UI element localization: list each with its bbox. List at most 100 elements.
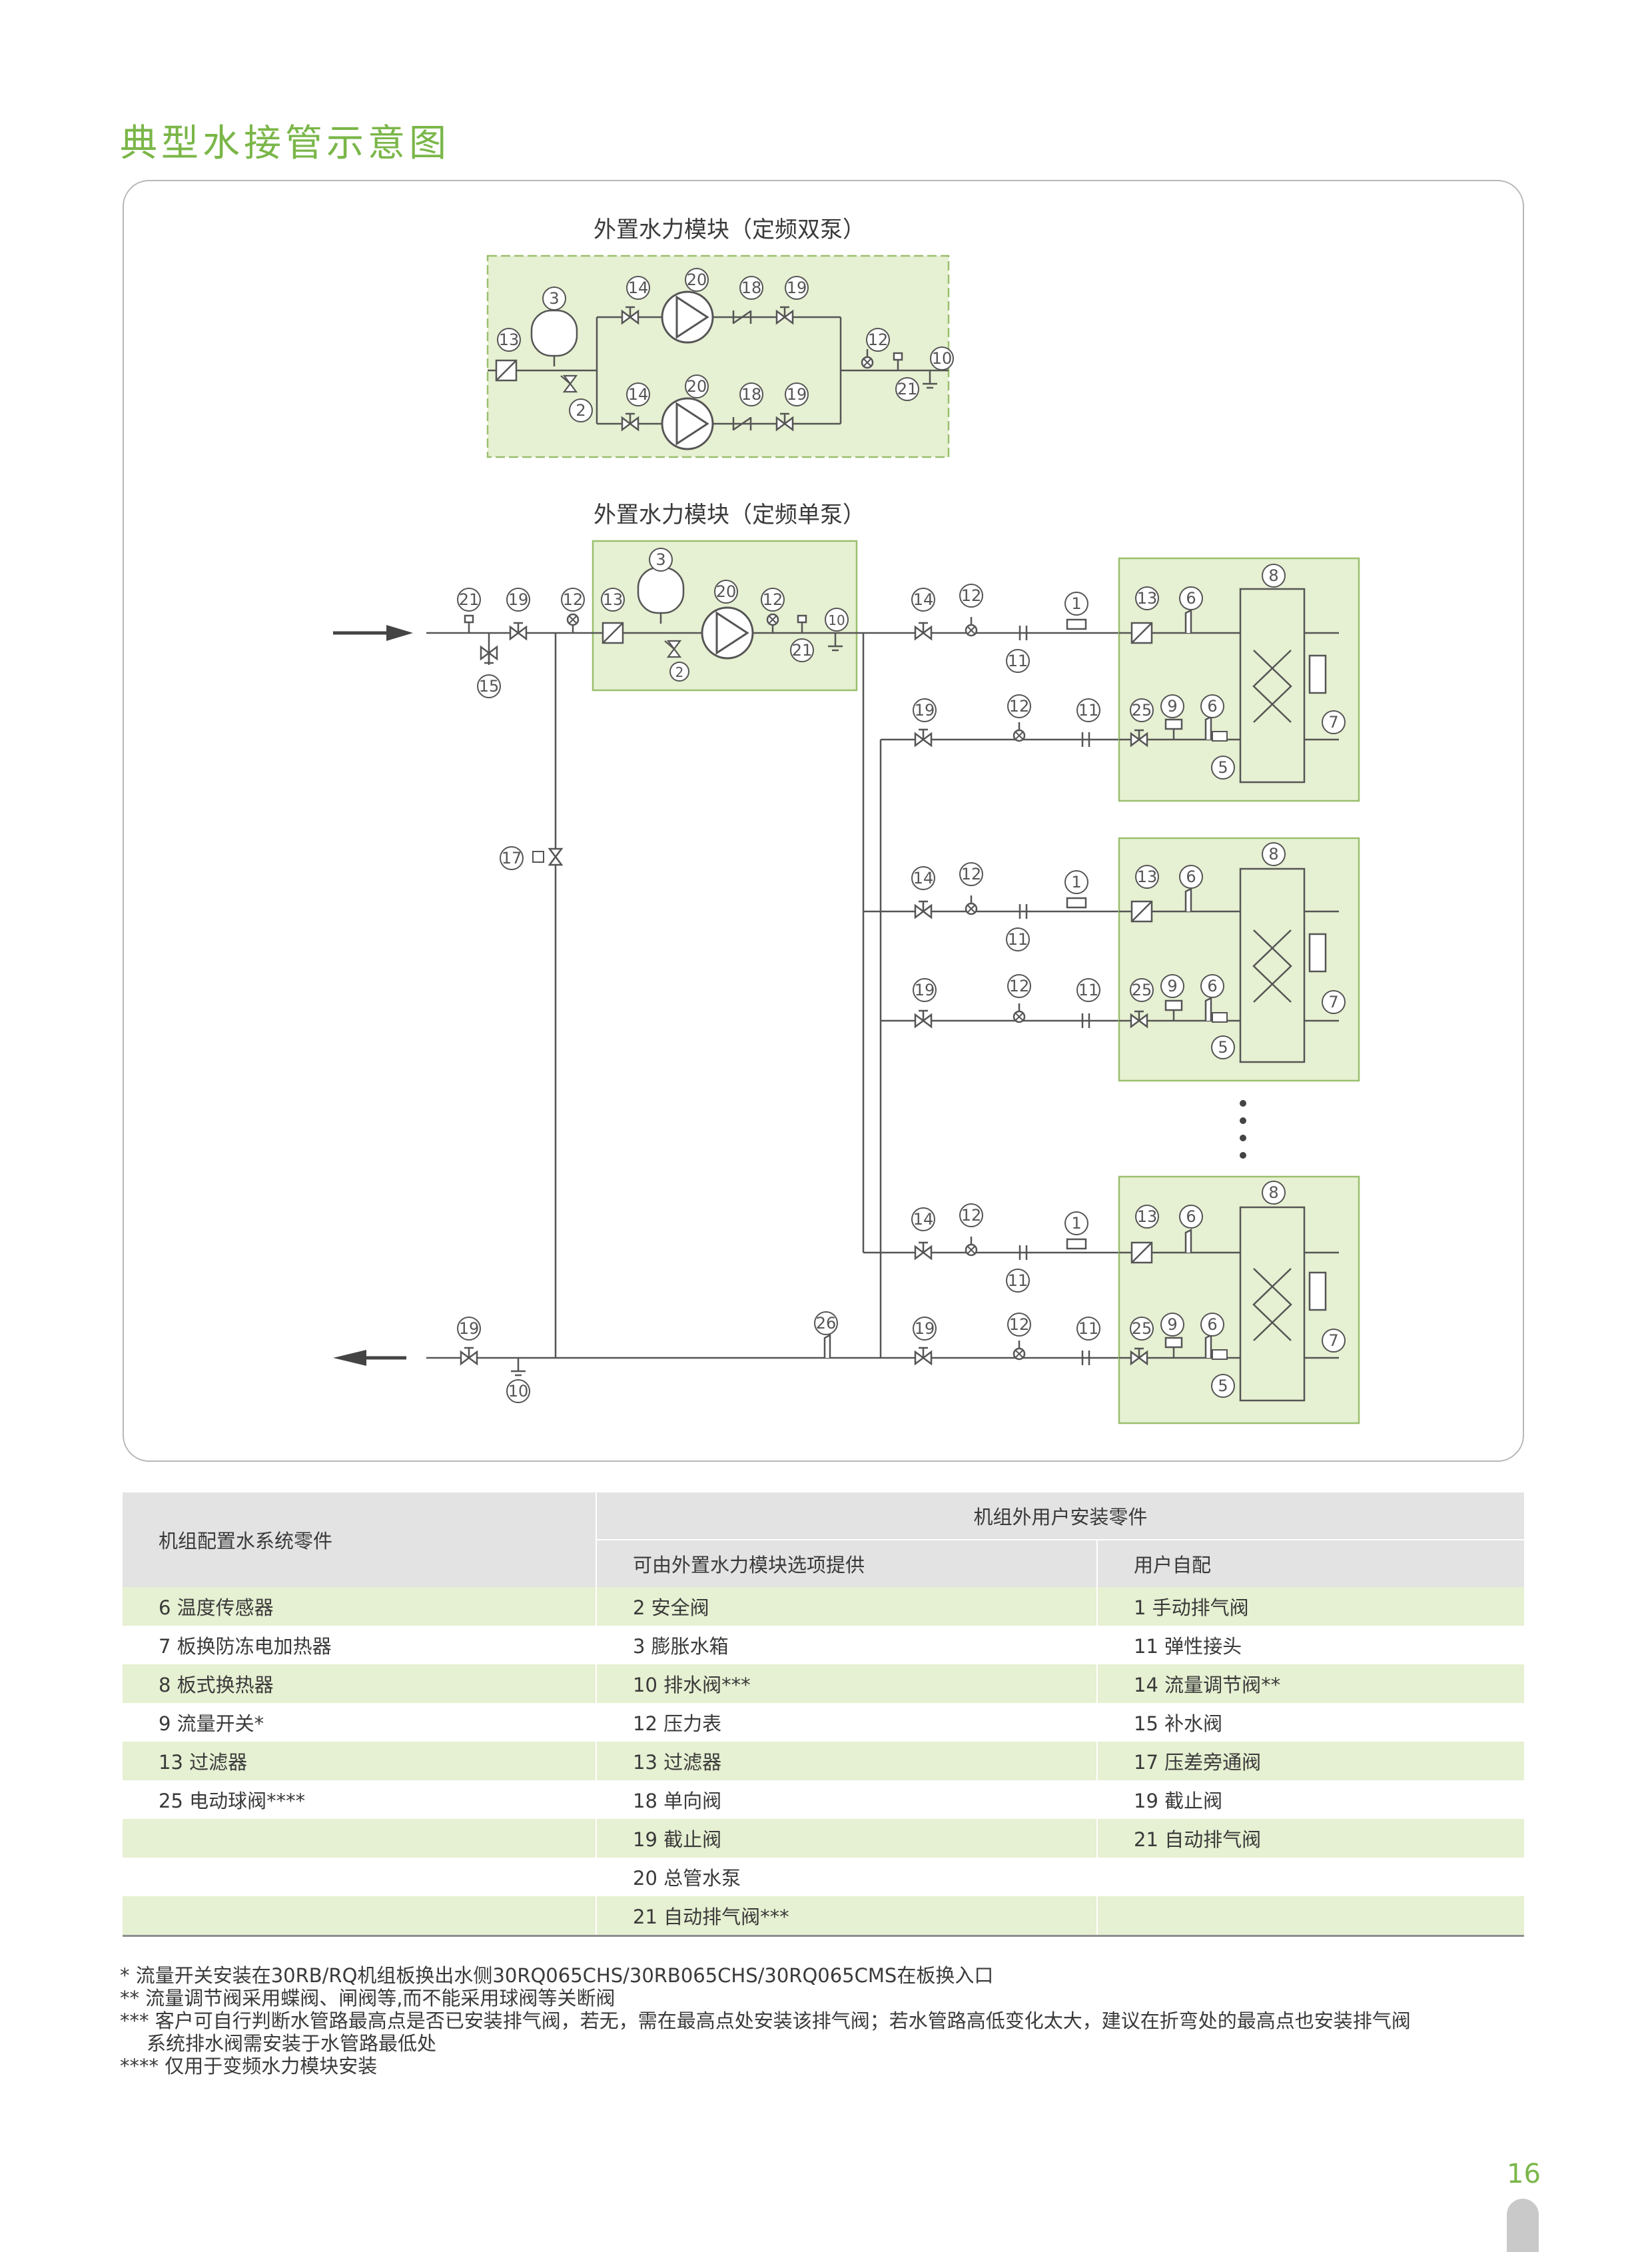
svg-text:12: 12 <box>868 330 889 349</box>
footnote: 系统排水阀需安装于水管路最低处 <box>147 2032 437 2055</box>
piping-diagram: 外置水力模块（定频双泵） 3 13 2 14 20 18 19 14 20 18… <box>333 217 1360 1424</box>
footnote: * 流量开关安装在30RB/RQ机组板换出水侧30RQ065CHS/30RB06… <box>120 1964 994 1987</box>
svg-text:15: 15 <box>479 677 500 696</box>
subheader-module-option: 可由外置水力模块选项提供 <box>596 1539 1097 1587</box>
svg-text:14: 14 <box>628 279 649 297</box>
svg-text:19: 19 <box>915 981 935 999</box>
terminal-unit-1 <box>1118 557 1360 802</box>
svg-text:2: 2 <box>675 664 684 680</box>
svg-text:25: 25 <box>1132 1319 1152 1338</box>
svg-text:21: 21 <box>792 641 813 660</box>
header-user-parts: 机组外用户安装零件 <box>596 1492 1524 1540</box>
svg-text:3: 3 <box>549 289 559 308</box>
page-tab <box>1507 2199 1539 2252</box>
header-unit-parts: 机组配置水系统零件 <box>123 1492 596 1587</box>
continuation-dots <box>1240 1100 1246 1159</box>
svg-text:1: 1 <box>1071 873 1081 891</box>
svg-text:17: 17 <box>502 849 522 867</box>
svg-text:6: 6 <box>1186 589 1196 608</box>
svg-text:13: 13 <box>1137 1207 1158 1226</box>
svg-text:9: 9 <box>1167 1315 1177 1334</box>
svg-text:12: 12 <box>961 1206 982 1225</box>
svg-text:13: 13 <box>603 590 623 609</box>
svg-text:21: 21 <box>459 590 480 609</box>
svg-text:6: 6 <box>1186 867 1196 886</box>
svg-text:21: 21 <box>897 380 918 398</box>
svg-text:6: 6 <box>1207 697 1217 716</box>
subheader-user-supplied: 用户自配 <box>1096 1539 1524 1587</box>
svg-text:12: 12 <box>563 590 584 609</box>
svg-text:11: 11 <box>1008 652 1029 670</box>
svg-text:12: 12 <box>1009 1315 1030 1334</box>
dual-pump-module-title: 外置水力模块（定频双泵） <box>594 217 865 243</box>
svg-text:1: 1 <box>1071 594 1081 613</box>
footnote: ** 流量调节阀采用蝶阀、闸阀等,而不能采用球阀等关断阀 <box>120 1987 616 2009</box>
svg-text:10: 10 <box>828 612 845 628</box>
svg-text:11: 11 <box>1008 930 1029 949</box>
svg-text:8: 8 <box>1268 845 1278 863</box>
svg-text:11: 11 <box>1008 1271 1029 1290</box>
svg-text:11: 11 <box>1078 981 1099 999</box>
svg-text:7: 7 <box>1328 713 1338 732</box>
svg-text:10: 10 <box>932 349 953 368</box>
svg-text:5: 5 <box>1218 1038 1228 1057</box>
footnotes: * 流量开关安装在30RB/RQ机组板换出水侧30RQ065CHS/30RB06… <box>120 1964 1411 2077</box>
footnote: **** 仅用于变频水力模块安装 <box>120 2055 378 2077</box>
svg-text:12: 12 <box>1009 697 1030 716</box>
single-pump-module <box>592 540 858 692</box>
svg-text:10: 10 <box>508 1382 529 1401</box>
page-number: 16 <box>1507 2159 1541 2189</box>
svg-text:19: 19 <box>508 590 529 609</box>
svg-text:18: 18 <box>741 279 762 297</box>
svg-text:14: 14 <box>913 590 934 609</box>
terminal-unit-2 <box>1118 837 1360 1082</box>
svg-text:7: 7 <box>1328 1331 1338 1350</box>
svg-text:11: 11 <box>1078 1319 1099 1338</box>
svg-text:2: 2 <box>576 401 586 420</box>
svg-text:9: 9 <box>1167 977 1177 995</box>
svg-text:6: 6 <box>1207 977 1217 995</box>
page-title: 典型水接管示意图 <box>120 122 450 165</box>
svg-text:5: 5 <box>1218 1377 1228 1395</box>
svg-text:26: 26 <box>816 1314 837 1333</box>
inlet-arrow-icon <box>333 625 413 641</box>
svg-text:20: 20 <box>716 582 737 601</box>
table-row: 20 总管水泵 <box>123 1858 1524 1896</box>
svg-text:12: 12 <box>961 865 982 883</box>
svg-text:12: 12 <box>763 590 783 609</box>
svg-text:19: 19 <box>915 701 935 720</box>
svg-text:14: 14 <box>628 385 649 404</box>
svg-text:6: 6 <box>1186 1207 1196 1226</box>
svg-text:7: 7 <box>1328 993 1338 1011</box>
svg-text:8: 8 <box>1268 566 1278 585</box>
svg-text:11: 11 <box>1078 701 1099 720</box>
svg-text:13: 13 <box>499 330 520 349</box>
svg-text:8: 8 <box>1268 1183 1278 1202</box>
svg-text:12: 12 <box>961 586 982 605</box>
bypass-valve-icon <box>532 847 564 866</box>
svg-text:20: 20 <box>687 377 707 396</box>
svg-text:14: 14 <box>913 869 934 887</box>
terminal-unit-3 <box>1118 1175 1360 1424</box>
svg-text:20: 20 <box>687 271 707 289</box>
svg-text:9: 9 <box>1167 697 1177 716</box>
svg-text:1: 1 <box>1071 1214 1081 1233</box>
parts-table: 机组配置水系统零件 机组外用户安装零件 可由外置水力模块选项提供 用户自配 6 … <box>123 1492 1524 1937</box>
svg-text:25: 25 <box>1132 981 1152 999</box>
svg-text:18: 18 <box>741 385 762 404</box>
svg-text:19: 19 <box>787 385 807 404</box>
outlet-arrow-icon <box>333 1350 406 1366</box>
svg-text:3: 3 <box>655 550 665 569</box>
footnote: *** 客户可自行判断水管路最高点是否已安装排气阀，若无，需在最高点处安装该排气… <box>120 2009 1411 2032</box>
svg-text:25: 25 <box>1132 701 1152 720</box>
svg-text:13: 13 <box>1137 867 1158 886</box>
svg-text:14: 14 <box>913 1210 934 1229</box>
svg-text:12: 12 <box>1009 977 1030 995</box>
